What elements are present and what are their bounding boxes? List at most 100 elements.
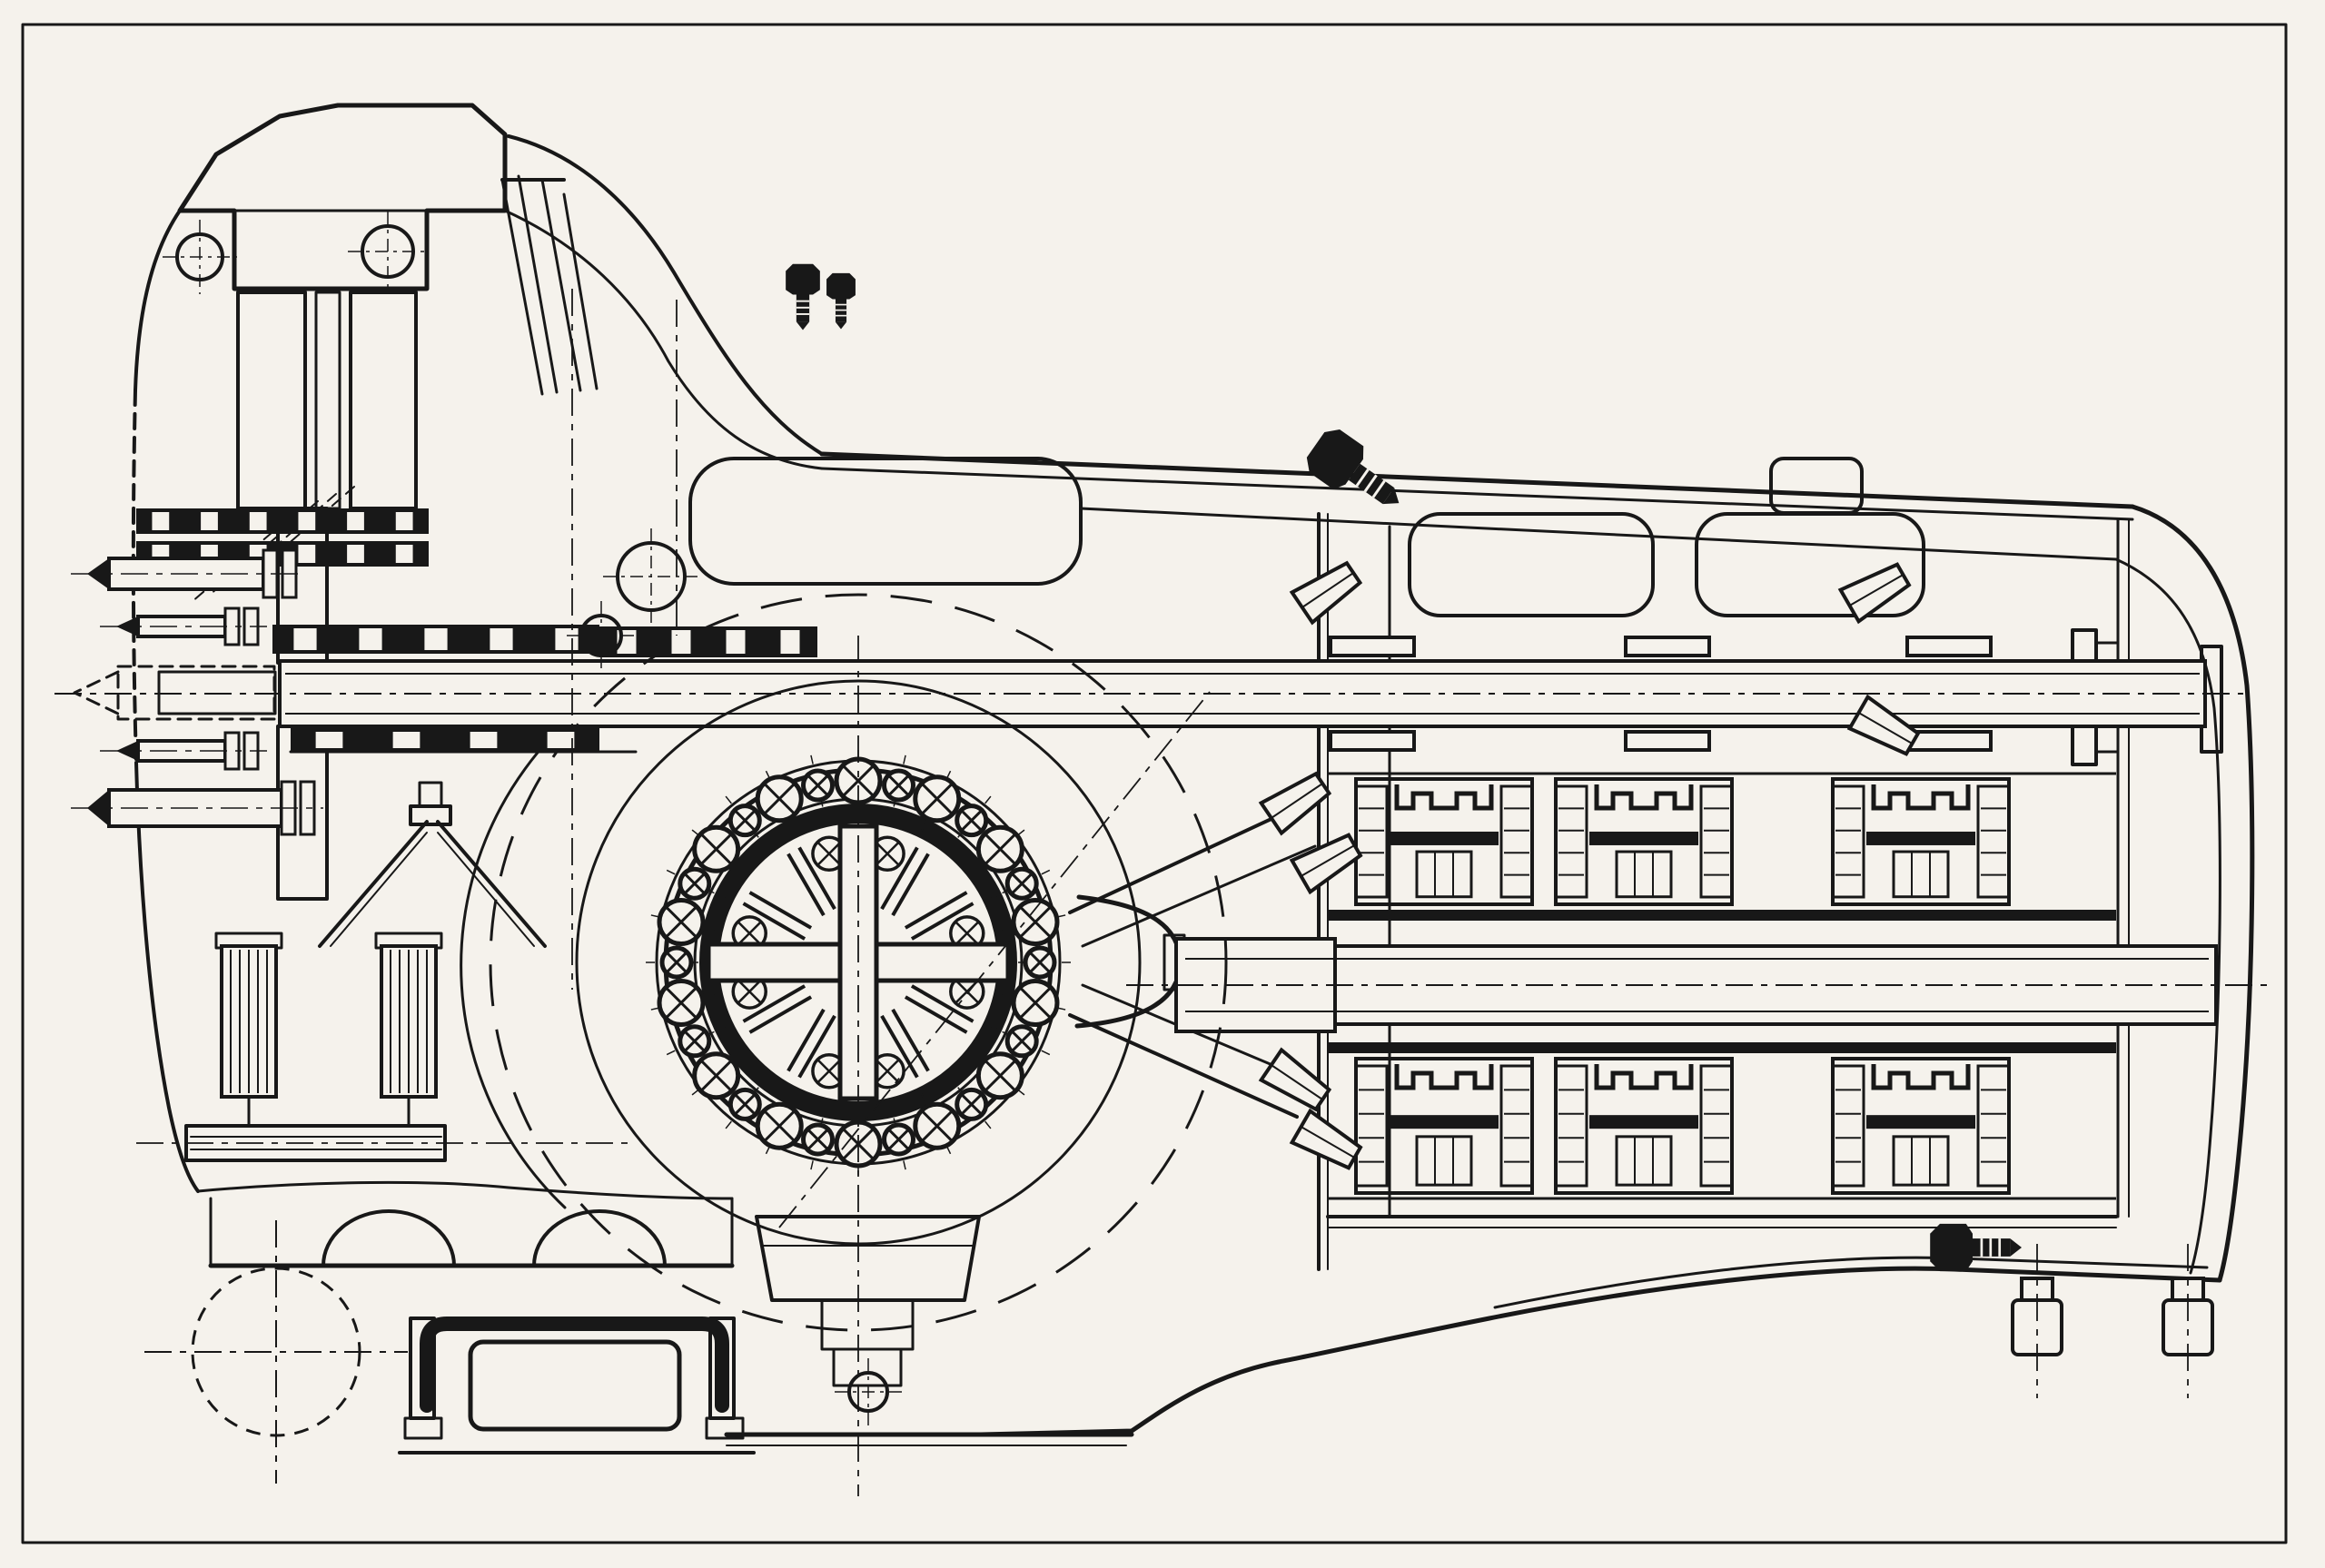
spline-collar bbox=[1624, 636, 1711, 657]
bearing-roller bbox=[1258, 771, 1332, 836]
case-bottom-inner-right bbox=[1493, 1256, 2209, 1309]
bolt-cross bbox=[806, 774, 829, 796]
foot-sides bbox=[209, 1197, 734, 1267]
tapered-bearing bbox=[1258, 1047, 1332, 1112]
gear-section bbox=[1699, 784, 1734, 899]
lower-stub-lines bbox=[190, 1136, 442, 1150]
bolt-cross bbox=[1011, 873, 1034, 895]
bearing-line bbox=[1271, 1064, 1323, 1100]
lightening-pocket bbox=[1695, 512, 1925, 617]
synchro-sleeve bbox=[1589, 1115, 1698, 1129]
thread-line bbox=[1371, 479, 1386, 498]
diff-spoke bbox=[797, 1014, 836, 1079]
gear-section bbox=[1499, 784, 1534, 899]
synchro-dog-teeth bbox=[1594, 784, 1694, 811]
tapered-bearing bbox=[1258, 771, 1332, 836]
bolt-cross bbox=[921, 1109, 954, 1142]
synchro-hub bbox=[1615, 1135, 1673, 1187]
planet-cross bbox=[875, 1059, 900, 1084]
clutch-pack-bands bbox=[136, 508, 817, 752]
case-lightening-pockets bbox=[688, 457, 1925, 617]
bolt-cross bbox=[1019, 906, 1052, 938]
diff-spoke bbox=[748, 995, 813, 1034]
bolt-cross bbox=[1029, 952, 1051, 973]
synchro-dog-teeth bbox=[1594, 1064, 1694, 1090]
bolt-cross bbox=[806, 1129, 829, 1150]
synchro-dog-teeth bbox=[1394, 1064, 1494, 1090]
band-slot bbox=[293, 628, 317, 650]
bearing-roller bbox=[1289, 1108, 1363, 1170]
bolt-cross bbox=[683, 873, 706, 895]
gear-section bbox=[1976, 784, 2011, 899]
hex-bolt-head bbox=[826, 272, 856, 300]
synchro-sleeve bbox=[1390, 1115, 1499, 1129]
band-slot bbox=[395, 512, 413, 530]
gear-section bbox=[1554, 1064, 1588, 1188]
tapered-bearing bbox=[1289, 1108, 1363, 1170]
left-mounting-studs bbox=[71, 548, 323, 836]
diff-spoke bbox=[904, 995, 968, 1034]
planet-cross bbox=[737, 979, 762, 1004]
lightening-pocket bbox=[1408, 512, 1655, 617]
bell-top-inner-line bbox=[503, 209, 824, 470]
band-slot bbox=[395, 545, 413, 563]
bearing-line bbox=[1301, 572, 1354, 608]
foot-arch bbox=[532, 1209, 667, 1267]
sump-bucket bbox=[755, 1215, 981, 1302]
bearing-line bbox=[1849, 574, 1904, 606]
finned-stacks bbox=[220, 944, 438, 1099]
gear-section bbox=[1831, 784, 1865, 899]
gear-section bbox=[1554, 784, 1588, 899]
diagonal-centerline bbox=[778, 691, 1211, 1228]
mount-foot bbox=[705, 1416, 745, 1440]
diff-spoke bbox=[787, 1008, 826, 1072]
bottom-mounting-studs bbox=[2011, 1277, 2214, 1356]
bolt-cross bbox=[734, 809, 757, 832]
bolt-cross bbox=[763, 783, 796, 815]
synchro-sleeve bbox=[1589, 831, 1698, 845]
diff-spoke bbox=[787, 853, 826, 917]
bearing-roller bbox=[1289, 560, 1363, 626]
band-slot bbox=[780, 630, 800, 654]
case-top-rib bbox=[1079, 507, 2118, 561]
tapered-bearing bbox=[1846, 694, 1921, 756]
planet-cross bbox=[816, 1059, 842, 1084]
synchro-sleeve bbox=[1866, 1115, 1975, 1129]
foot-top-edge bbox=[196, 1180, 734, 1200]
synchro-sleeve bbox=[1390, 831, 1499, 845]
spline-collar bbox=[1329, 636, 1416, 657]
foot-arch bbox=[322, 1209, 456, 1267]
synchro-hub bbox=[1892, 1135, 1950, 1187]
bearing-line bbox=[1858, 712, 1913, 745]
band-slot bbox=[347, 545, 364, 563]
bolt-cross bbox=[921, 783, 954, 815]
bolt-cross bbox=[734, 1093, 757, 1116]
hex-bolt-head bbox=[1306, 429, 1364, 489]
planet-cross bbox=[955, 921, 980, 946]
band-slot bbox=[726, 630, 746, 654]
bearing-roller bbox=[1289, 833, 1363, 895]
band-slot bbox=[249, 512, 267, 530]
synchro-hub bbox=[1415, 850, 1473, 899]
diff-tube-lower bbox=[1068, 1013, 1299, 1119]
case-top-edge bbox=[819, 451, 2135, 509]
synchro-sleeve bbox=[1866, 831, 1975, 845]
hex-bolt bbox=[826, 272, 856, 330]
crosshair-bolt-marks bbox=[163, 212, 902, 1425]
hex-bolt bbox=[786, 263, 820, 330]
tapered-bearing bbox=[1289, 560, 1363, 626]
band-slot bbox=[201, 512, 218, 530]
band-slot bbox=[470, 732, 498, 748]
governor-a-frame bbox=[318, 820, 547, 948]
band-slot bbox=[671, 630, 691, 654]
bolt-cross bbox=[887, 1129, 910, 1150]
governor-a-frame-inner bbox=[330, 832, 535, 947]
bell-left-wall bbox=[134, 209, 182, 392]
bolt-cross bbox=[842, 764, 875, 797]
bolt-cross bbox=[984, 1060, 1016, 1092]
splined-shaft-bar bbox=[1328, 910, 2116, 921]
left-end-cap bbox=[177, 103, 508, 291]
centerlines bbox=[136, 289, 2189, 1496]
planet-cross bbox=[875, 841, 900, 866]
